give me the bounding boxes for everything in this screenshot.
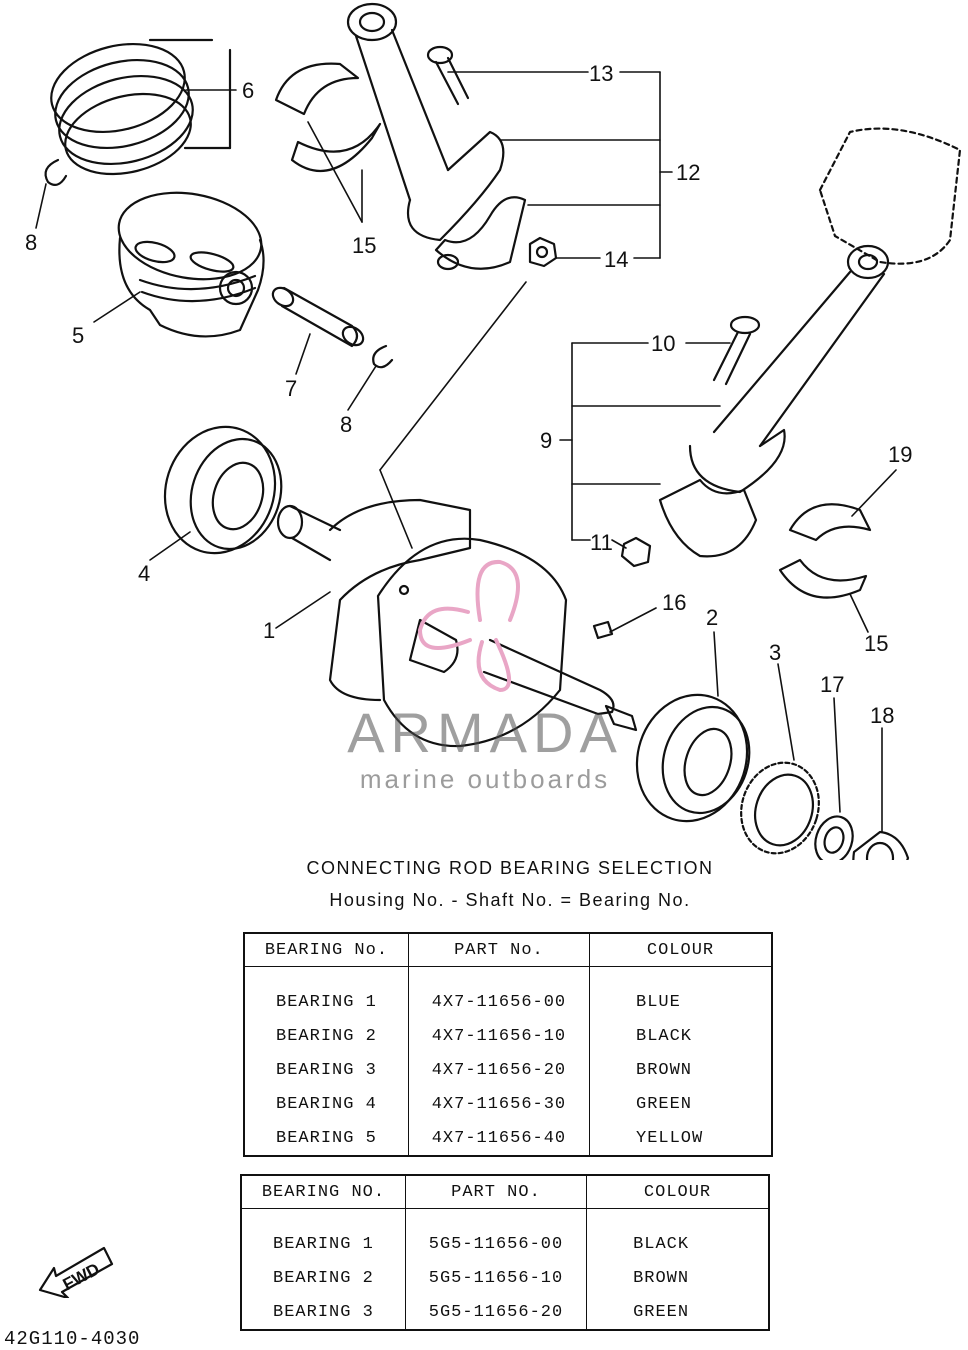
colour-cell: GREEN — [636, 1094, 693, 1114]
callout-7: 7 — [285, 376, 298, 401]
colour-cell: YELLOW — [636, 1128, 704, 1148]
callout-9: 9 — [540, 428, 553, 453]
bearing-cell: BEARING 4 — [244, 1087, 409, 1121]
header-colour: COLOUR — [586, 1175, 769, 1209]
table-header-row: BEARING No. PART No. COLOUR — [244, 933, 772, 967]
colour-cell: BROWN — [633, 1268, 690, 1288]
fwd-arrow-icon: FWD — [38, 1246, 114, 1298]
conrod-nut-part — [620, 536, 652, 568]
conrod-bolt-part — [426, 45, 470, 106]
part-no-cell: 4X7-11656-00 — [408, 985, 591, 1019]
callout-16: 16 — [662, 590, 687, 615]
selection-formula: Housing No. - Shaft No. = Bearing No. — [329, 890, 691, 910]
crankshaft-bearing-left-part — [163, 425, 283, 555]
callout-3: 3 — [769, 640, 782, 665]
callout-19: 19 — [888, 442, 913, 467]
bearing-cell: BEARING 5 — [244, 1121, 409, 1156]
connecting-rod-upper-part — [346, 2, 527, 271]
drive-gear-part — [740, 761, 820, 855]
selection-title: CONNECTING ROD BEARING SELECTION — [306, 858, 714, 878]
part-no-cell: 5G5-11656-10 — [405, 1261, 588, 1295]
table-row: BEARING 4 4X7-11656-30 GREEN — [244, 1087, 772, 1121]
circlip-part — [372, 344, 394, 369]
connecting-rod-lower-part — [658, 244, 890, 558]
diagram-code: 42G110-4030 — [4, 1328, 141, 1350]
callout-6: 6 — [242, 78, 255, 103]
callout-8b: 8 — [340, 412, 353, 437]
fwd-label: FWD — [60, 1259, 103, 1294]
table-row: BEARING 3 5G5-11656-20 GREEN — [241, 1295, 769, 1330]
bearing-cell: BEARING 2 — [244, 1019, 409, 1053]
bearing-cell: BEARING 1 — [244, 985, 409, 1019]
bearing-cell: BEARING 3 — [244, 1053, 409, 1087]
crankshaft-bearing-right-part — [635, 693, 751, 823]
conrod-bolt-part — [712, 315, 761, 386]
callout-17: 17 — [820, 672, 845, 697]
header-part-no: PART NO. — [405, 1175, 588, 1209]
watermark-brand: ARMADA — [347, 701, 623, 764]
watermark-logo — [418, 559, 520, 692]
woodruff-key-part — [592, 620, 614, 640]
part-no-cell: 4X7-11656-20 — [408, 1053, 591, 1087]
flange-nut-part — [852, 830, 910, 860]
colour-cell: BLACK — [636, 1026, 693, 1046]
exploded-parts-diagram — [35, 2, 962, 860]
colour-cell: GREEN — [633, 1302, 690, 1322]
conrod-nut-part — [528, 236, 558, 268]
callout-5: 5 — [72, 323, 85, 348]
callout-13: 13 — [589, 61, 614, 86]
colour-cell: BROWN — [636, 1060, 693, 1080]
part-no-cell: 4X7-11656-10 — [408, 1019, 591, 1053]
bearing-cell: BEARING 2 — [241, 1261, 406, 1295]
callout-15b: 15 — [864, 631, 889, 656]
circlip-part — [44, 158, 68, 186]
bearing-table-1: BEARING No. PART No. COLOUR BEARING 1 4X… — [243, 932, 773, 1157]
table-row: BEARING 2 5G5-11656-10 BROWN — [241, 1261, 769, 1295]
header-bearing-no: BEARING NO. — [241, 1175, 406, 1209]
leader-lines — [35, 71, 897, 833]
part-no-cell: 5G5-11656-00 — [405, 1227, 588, 1261]
table-row: BEARING 1 4X7-11656-00 BLUE — [244, 985, 772, 1019]
piston-pin-part — [271, 286, 365, 348]
callout-14: 14 — [604, 247, 629, 272]
callout-8a: 8 — [25, 230, 38, 255]
header-part-no: PART No. — [408, 933, 591, 967]
callout-4: 4 — [138, 561, 151, 586]
table-header-row: BEARING NO. PART NO. COLOUR — [241, 1175, 769, 1209]
callout-1: 1 — [263, 618, 276, 643]
callout-11: 11 — [590, 530, 613, 555]
watermark-subtitle: marine outboards — [359, 764, 611, 794]
table-row: BEARING 2 4X7-11656-10 BLACK — [244, 1019, 772, 1053]
part-no-cell: 4X7-11656-40 — [408, 1121, 591, 1156]
part-no-cell: 5G5-11656-20 — [405, 1295, 588, 1330]
callout-10: 10 — [651, 331, 676, 356]
piston-rings-part — [50, 38, 232, 176]
bearing-table-2: BEARING NO. PART NO. COLOUR BEARING 1 5G… — [240, 1174, 770, 1331]
crankshaft-part — [276, 498, 638, 748]
header-bearing-no: BEARING No. — [244, 933, 409, 967]
callout-18: 18 — [870, 703, 895, 728]
piston-outline-ghost — [818, 127, 962, 265]
washer-part — [814, 815, 854, 860]
bearing-cell: BEARING 3 — [241, 1295, 406, 1330]
callout-2: 2 — [706, 605, 719, 630]
table-row: BEARING 3 4X7-11656-20 BROWN — [244, 1053, 772, 1087]
conrod-bearing-halves-part — [274, 62, 382, 173]
part-no-cell: 4X7-11656-30 — [408, 1087, 591, 1121]
colour-cell: BLUE — [636, 992, 681, 1012]
callout-15a: 15 — [352, 233, 377, 258]
table-row: BEARING 1 5G5-11656-00 BLACK — [241, 1227, 769, 1261]
conrod-bearing-halves-part — [778, 503, 872, 599]
piston-part — [117, 191, 265, 338]
header-colour: COLOUR — [589, 933, 772, 967]
colour-cell: BLACK — [633, 1234, 690, 1254]
bearing-cell: BEARING 1 — [241, 1227, 406, 1261]
callout-12: 12 — [676, 160, 701, 185]
table-row: BEARING 5 4X7-11656-40 YELLOW — [244, 1121, 772, 1156]
